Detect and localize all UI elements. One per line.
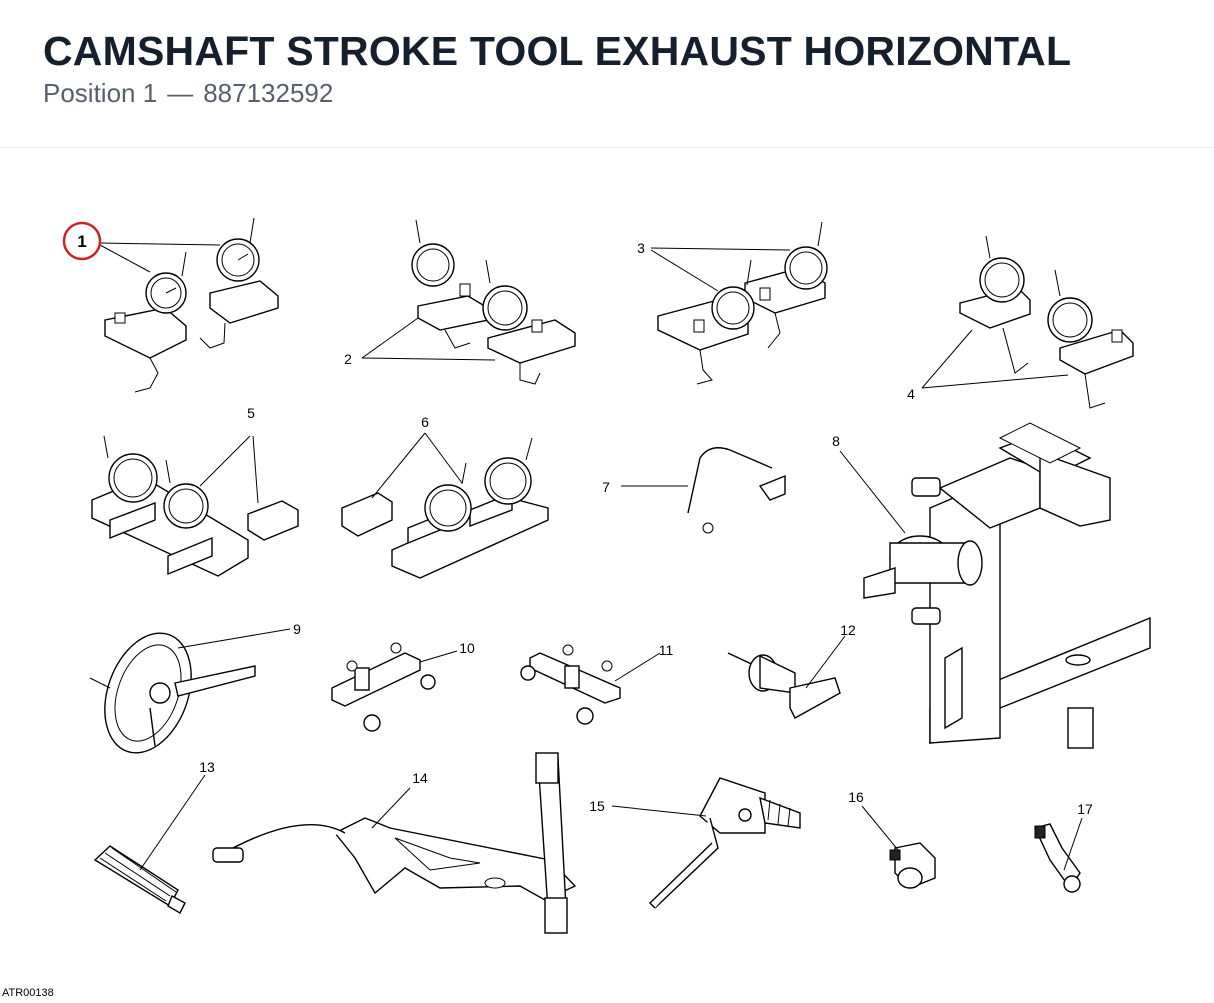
selected-callout-ring [62,221,102,261]
callout-label-15[interactable]: 15 [589,798,605,814]
part-8-support-stand[interactable] [863,422,1151,749]
callout-label-2[interactable]: 2 [344,351,352,367]
callout-label-16[interactable]: 16 [848,789,864,805]
part-number: 887132592 [203,78,334,108]
position-label: Position 1 [43,78,158,108]
callout-label-4[interactable]: 4 [907,386,915,402]
subtitle-separator: — [167,78,194,108]
part-10-clamp[interactable] [331,642,436,732]
part-4-gauge-supports[interactable] [959,235,1134,409]
part-1-gauge-supports[interactable] [104,217,279,393]
part-3-gauge-supports[interactable] [657,221,828,385]
callout-label-14[interactable]: 14 [412,770,428,786]
callout-label-8[interactable]: 8 [832,433,840,449]
callout-label-9[interactable]: 9 [293,621,301,637]
callout-1-selected[interactable]: 1 [62,221,102,261]
part-12-t-handle-tool[interactable] [727,652,841,719]
callout-label-17[interactable]: 17 [1077,801,1093,817]
exploded-parts-diagram: 1 2 3 4 5 6 7 8 9 10 11 12 13 14 15 16 1… [62,217,1151,934]
part-13-knurled-pin[interactable] [93,845,186,914]
page-title: CAMSHAFT STROKE TOOL EXHAUST HORIZONTAL [43,28,1072,74]
part-15-crank-tool[interactable] [649,777,801,909]
callout-label-7[interactable]: 7 [602,479,610,495]
part-11-clamp[interactable] [520,644,621,725]
part-14-lever-arm[interactable] [212,752,577,934]
callout-label-11[interactable]: 11 [659,642,674,658]
part-2-gauge-supports[interactable] [411,219,576,385]
callout-label-6[interactable]: 6 [421,414,429,430]
drawing-code: ATR00138 [2,987,54,999]
part-6-gauge-fixture[interactable] [341,437,549,579]
part-16-small-adapter[interactable] [889,842,936,889]
callout-label-12[interactable]: 12 [840,622,856,638]
callout-label-3[interactable]: 3 [637,240,645,256]
callout-label-1: 1 [77,232,86,251]
part-5-gauge-fixture[interactable] [91,435,299,577]
part-7-hook-tool[interactable] [687,447,786,534]
callout-numbers: 1 2 3 4 5 6 7 8 9 10 11 12 13 14 15 16 1… [62,221,1093,817]
callout-label-13[interactable]: 13 [199,759,215,775]
callout-label-5[interactable]: 5 [247,405,255,421]
page-header: CAMSHAFT STROKE TOOL EXHAUST HORIZONTAL … [0,0,1214,148]
leader-lines [99,242,1083,871]
part-17-small-bracket[interactable] [1034,823,1081,893]
page-subtitle: Position 1 — 887132592 [43,78,333,109]
part-9-degree-wheel[interactable] [89,621,256,765]
callout-label-10[interactable]: 10 [459,640,475,656]
